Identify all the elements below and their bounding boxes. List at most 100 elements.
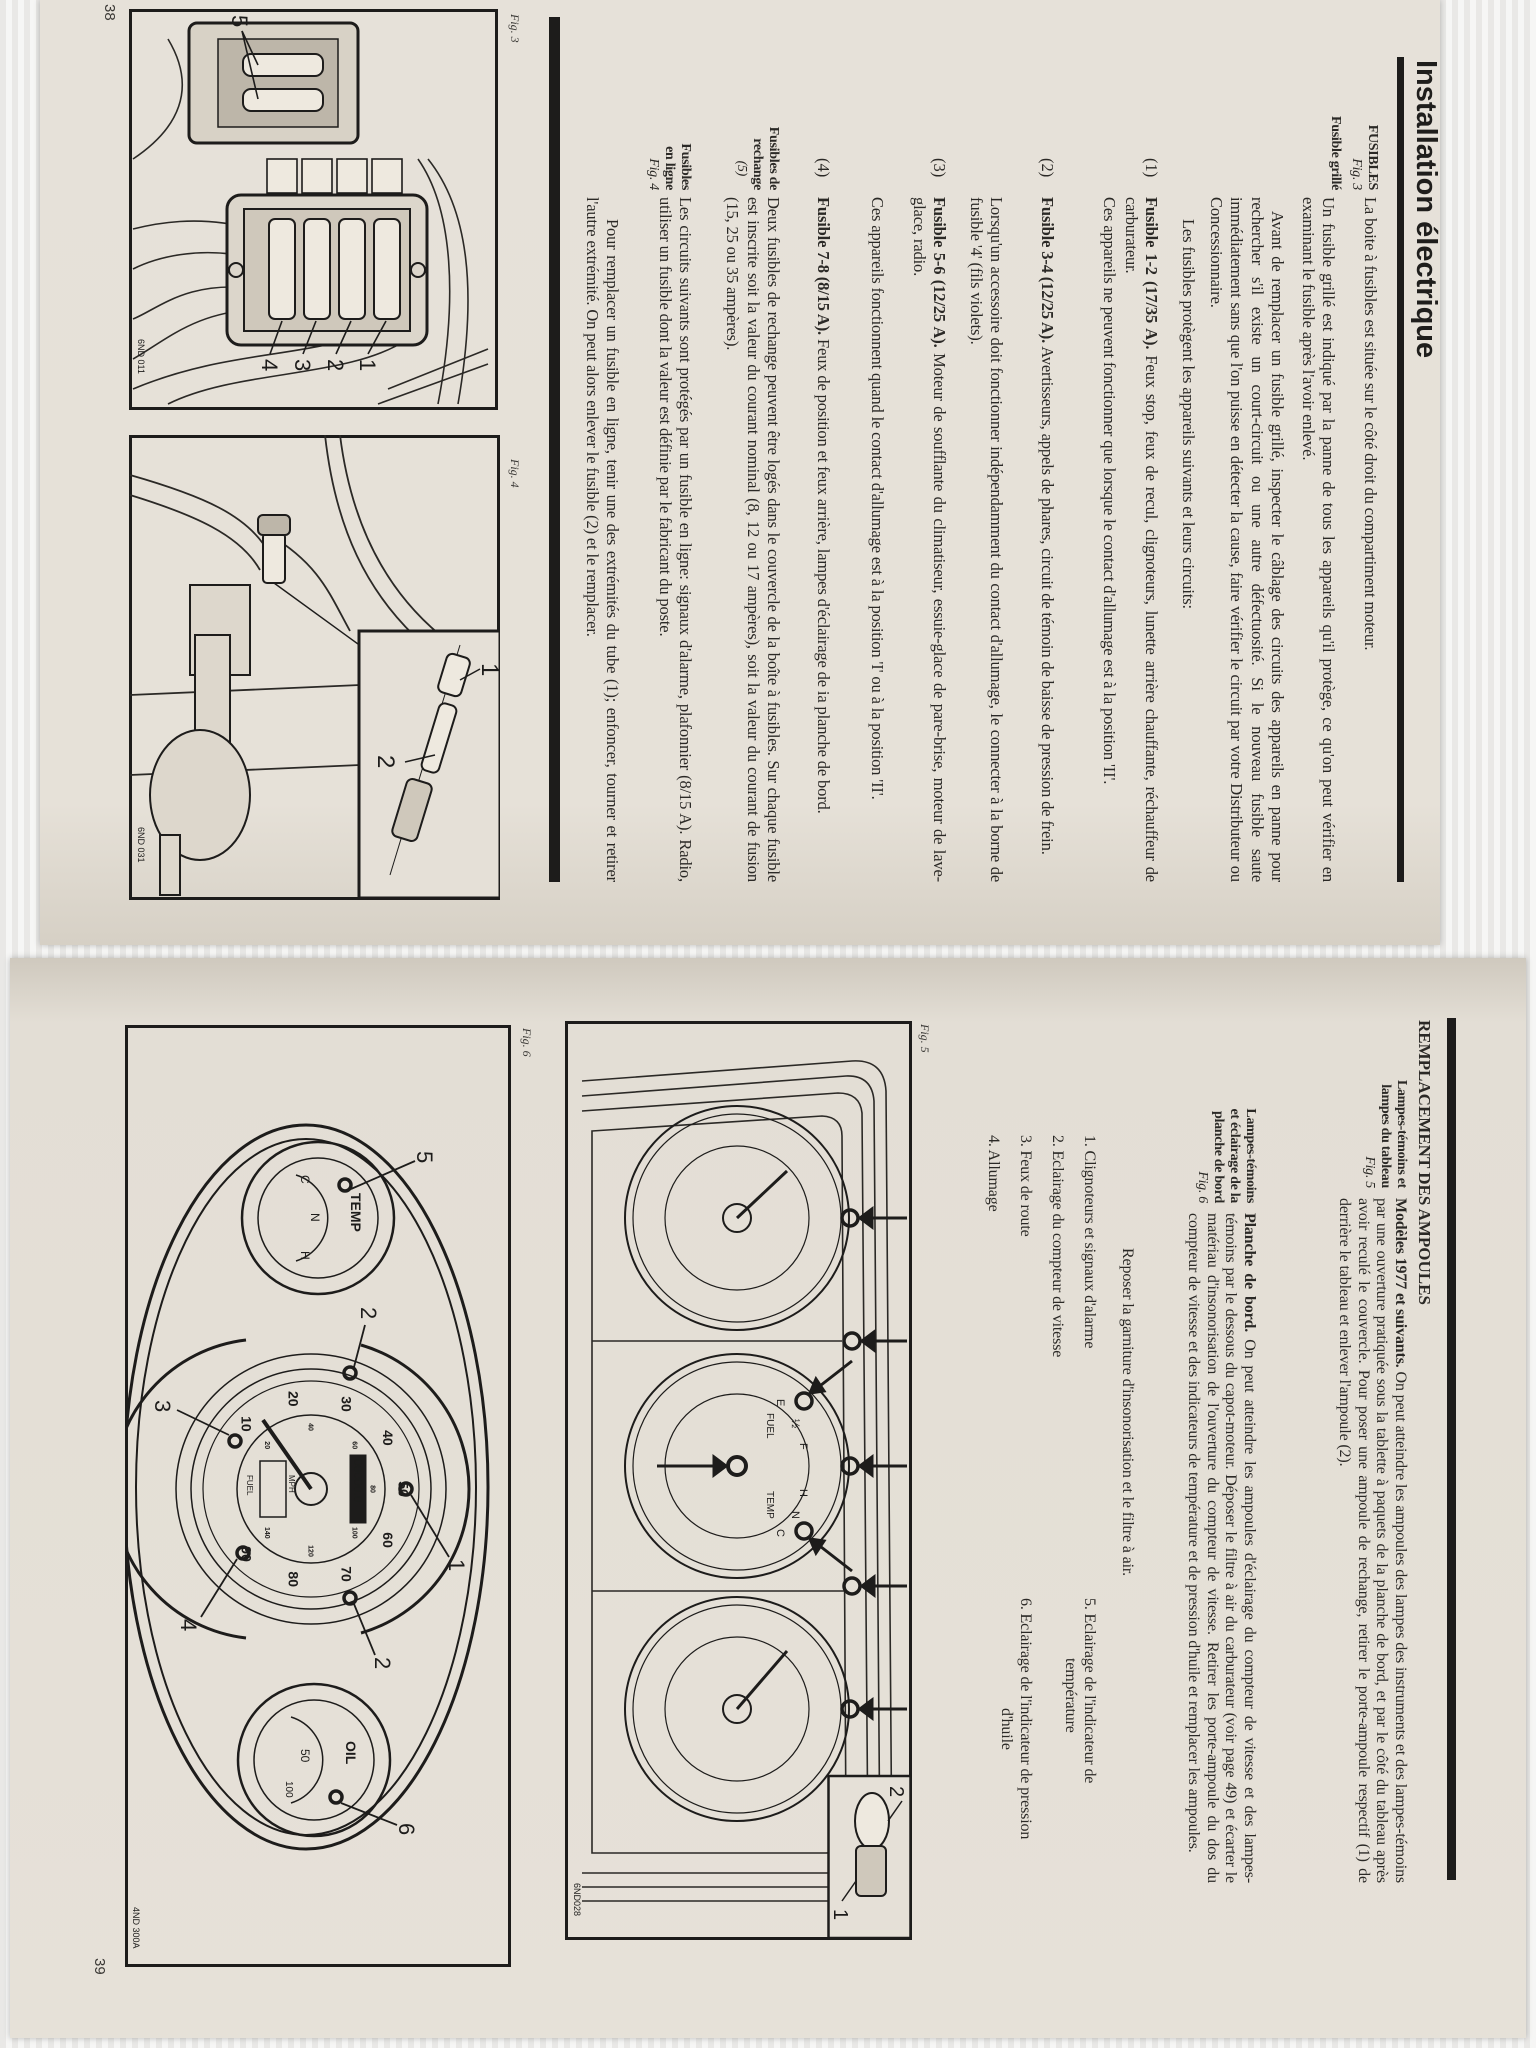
page-38: Installation électrique FUSIBLES Fig. 3 … bbox=[40, 0, 1442, 945]
bracket bbox=[149, 584, 251, 896]
item-number: (3) bbox=[930, 158, 949, 178]
side-heading: Lampes-témoins bbox=[1243, 1108, 1258, 1203]
paragraph-reposer: Reposer la garniture d'insonorisation et… bbox=[1119, 1248, 1136, 1577]
figure-ref: Fig. 4 bbox=[646, 158, 661, 190]
callout-2: 2 bbox=[885, 1786, 907, 1797]
dial-label: H bbox=[797, 1489, 809, 1497]
callout-1: 1 bbox=[476, 663, 500, 676]
temp-gauge: TEMP C N H bbox=[240, 1140, 396, 1296]
figure-ref: Fig. 6 bbox=[1195, 1171, 1210, 1203]
fuse-label: Fusible 7-8 (8/15 A). bbox=[814, 197, 833, 336]
side-heading-fusibles: FUSIBLES Fig. 3 Fusible grillé bbox=[1327, 30, 1380, 190]
callout-2: 2 bbox=[323, 359, 348, 371]
dashboard-illustration: TEMP C N H OIL 50 100 0000 bbox=[125, 1025, 511, 1967]
paragraph-planche-de-bord: Planche de bord. On peut atteindre les a… bbox=[1184, 1213, 1258, 1883]
item-number: (1) bbox=[1142, 158, 1161, 178]
fuse-label: Fusible 5-6 (12/25 A). bbox=[930, 197, 949, 348]
speedo-mph-label: 40 bbox=[380, 1430, 396, 1446]
dial-markings: E ½ F FUEL TEMP H N C bbox=[764, 1399, 809, 1537]
paragraph-lead: Planche de bord. bbox=[1241, 1213, 1258, 1333]
callout-2: 2 bbox=[356, 1307, 381, 1319]
fuse-desc: Avertisseurs, appels de phares, circuit … bbox=[1038, 343, 1057, 855]
figure-ref: (5) bbox=[734, 160, 749, 176]
paragraph-ligne: Les circuits suivants sont protégés par … bbox=[655, 197, 695, 882]
figure-6-dashboard: TEMP C N H OIL 50 100 0000 bbox=[125, 1025, 511, 1967]
inset: 1 2 bbox=[357, 629, 500, 900]
list-item-text: 6. Eclairage de l'indicateur de pression bbox=[1017, 1598, 1034, 1840]
fuse-box-lid bbox=[187, 21, 360, 145]
figure-4-inline-fuse: 1 2 6ND 031 bbox=[129, 435, 500, 900]
list-item: 3. Feux de route bbox=[1017, 1135, 1034, 1237]
side-heading-en-ligne: Fusibles en ligne Fig. 4 bbox=[645, 30, 693, 190]
gauge-label: 100 bbox=[283, 1781, 294, 1798]
dial-label: E bbox=[774, 1399, 786, 1406]
callout-3: 3 bbox=[290, 359, 315, 371]
paragraph-grille: Un fusible grillé est indiqué par la pan… bbox=[1298, 197, 1338, 882]
gauge-label: H bbox=[298, 1251, 312, 1260]
figure-caption: Fig. 3 bbox=[508, 14, 522, 43]
dial-label: F bbox=[797, 1443, 809, 1450]
gauge-label: OIL bbox=[343, 1741, 359, 1765]
bulb-locations bbox=[227, 1177, 414, 1805]
fuse-label: Fusible 1-2 (17/35 A). bbox=[1142, 197, 1161, 350]
side-heading: et éclairage de la bbox=[1227, 1108, 1242, 1203]
fuse-item-4: Fusible 7-8 (8/15 A). Feux de position e… bbox=[813, 197, 833, 882]
instrument-cluster-illustration: E ½ F FUEL TEMP H N C 2 1 6ND028 bbox=[565, 1021, 912, 1940]
speedo-mph-label: 70 bbox=[339, 1566, 355, 1582]
fuse-item-1: Fusible 1-2 (17/35 A). Feux stop, feux d… bbox=[1120, 197, 1161, 882]
list-item: 6. Eclairage de l'indicateur de pression… bbox=[997, 1598, 1034, 1839]
side-heading: Lampes-témoins et bbox=[1394, 1079, 1409, 1188]
speedo-mph-label: 20 bbox=[285, 1391, 301, 1407]
list-item-cont: d'huile bbox=[998, 1708, 1016, 1750]
speedo-kmh-label: 40 bbox=[307, 1423, 314, 1431]
figure-code: 6ND 011 bbox=[136, 339, 146, 374]
speedo-mph-label: 60 bbox=[380, 1532, 396, 1548]
figure-caption: Fig. 4 bbox=[508, 459, 522, 488]
figure-code: 6ND028 bbox=[572, 1883, 582, 1916]
speed-unit: MPH bbox=[287, 1475, 296, 1493]
leader-lines bbox=[241, 30, 387, 355]
dial-label: TEMP bbox=[764, 1491, 775, 1519]
side-heading: Fusibles bbox=[678, 143, 693, 190]
gauge-label: N bbox=[308, 1213, 322, 1222]
side-heading: en ligne bbox=[662, 146, 677, 190]
callout-6: 6 bbox=[394, 1823, 419, 1835]
gauge-label: TEMP bbox=[348, 1193, 364, 1232]
paragraph-rechange: Deux fusibles de rechange peuvent être l… bbox=[723, 197, 783, 882]
callout-2: 2 bbox=[372, 755, 399, 768]
speedo-kmh-label: 20 bbox=[263, 1441, 270, 1449]
fuse-desc: Feux de position et feux arrière, lampes… bbox=[814, 335, 833, 814]
side-heading-planche-de-bord: Lampes-témoins et éclairage de la planch… bbox=[1194, 998, 1258, 1203]
item-number: (2) bbox=[1038, 158, 1057, 178]
list-item-cont: température bbox=[1062, 1658, 1080, 1733]
fuse-holder bbox=[257, 514, 291, 584]
dial-label: FUEL bbox=[764, 1413, 775, 1439]
callouts: 1 2 2 3 4 5 6 bbox=[150, 1151, 469, 1835]
callout-1: 1 bbox=[444, 1559, 469, 1571]
paragraph-note3: Ces appareils fonctionnent quand le cont… bbox=[868, 197, 887, 800]
side-heading: Fusible grillé bbox=[1328, 116, 1343, 190]
gauge-label: 50 bbox=[298, 1749, 312, 1763]
figure-caption: Fig. 5 bbox=[918, 1024, 932, 1053]
odometer-reading: 00000.0 bbox=[351, 1459, 365, 1503]
list-item: 4. Allumage bbox=[985, 1135, 1002, 1212]
page-number: 39 bbox=[91, 1958, 108, 1975]
paragraph-remplacer: Pour remplacer un fusible en ligne, teni… bbox=[582, 197, 622, 882]
dial-label: C bbox=[774, 1529, 786, 1537]
paragraph-modeles-1977: Modèles 1977 et suivants. On peut attein… bbox=[1335, 1198, 1409, 1883]
speedo-kmh-label: 120 bbox=[307, 1545, 314, 1557]
figure-ref: Fig. 3 bbox=[1349, 158, 1364, 190]
figure-5-instrument-cluster: E ½ F FUEL TEMP H N C 2 1 6ND028 bbox=[565, 1021, 912, 1940]
figure-code: 4ND 300A bbox=[131, 1907, 141, 1949]
side-heading: planche de bord bbox=[1211, 1111, 1226, 1203]
fuse-box-illustration: 1 2 3 4 5 6ND 011 bbox=[129, 9, 498, 410]
page-39: REMPLACEMENT DES AMPOULES Lampes-témoins… bbox=[10, 958, 1526, 2038]
speedo-mph-label: 30 bbox=[339, 1396, 355, 1412]
callout-5: 5 bbox=[412, 1151, 437, 1163]
fuse-box bbox=[225, 158, 429, 347]
page-number: 38 bbox=[101, 4, 118, 21]
bulb-holder-inset: 2 1 bbox=[827, 1774, 912, 1940]
side-heading-lampes-tableau: Lampes-témoins et lampes du tableau Fig.… bbox=[1361, 998, 1409, 1188]
section-rule bbox=[1447, 1018, 1456, 1880]
speedo-kmh-label: 80 bbox=[369, 1485, 376, 1493]
